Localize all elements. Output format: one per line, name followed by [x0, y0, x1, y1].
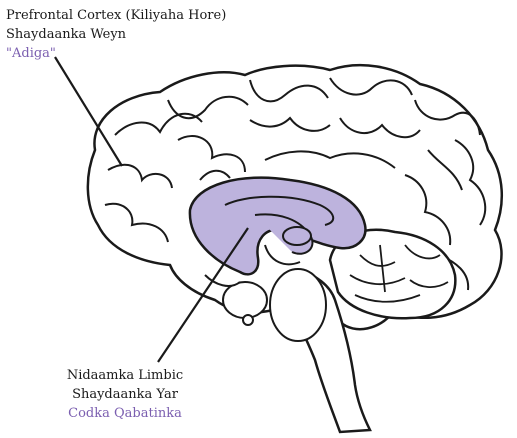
prefrontal-pointer-line: [54, 56, 123, 167]
prefrontal-label-quote: "Adiga": [6, 46, 56, 61]
cortex-gyri: [104, 77, 487, 291]
limbic-label: Nidaamka Limbic Shaydaanka Yar Codka Qab…: [0, 366, 250, 423]
limbic-label-title: Nidaamka Limbic: [66, 368, 184, 383]
midbrain-structures: [204, 268, 327, 342]
prefrontal-label-subtitle: Shaydaanka Weyn: [6, 27, 127, 42]
prefrontal-label-title: Prefrontal Cortex (Kiliyaha Hore): [6, 8, 227, 23]
limbic-label-voice: Codka Qabatinka: [68, 406, 182, 421]
cerebellum: [328, 228, 457, 320]
prefrontal-label: Prefrontal Cortex (Kiliyaha Hore) Shayda…: [6, 6, 226, 63]
limbic-label-subtitle: Shaydaanka Yar: [72, 387, 178, 402]
limbic-pointer-line: [157, 227, 249, 363]
